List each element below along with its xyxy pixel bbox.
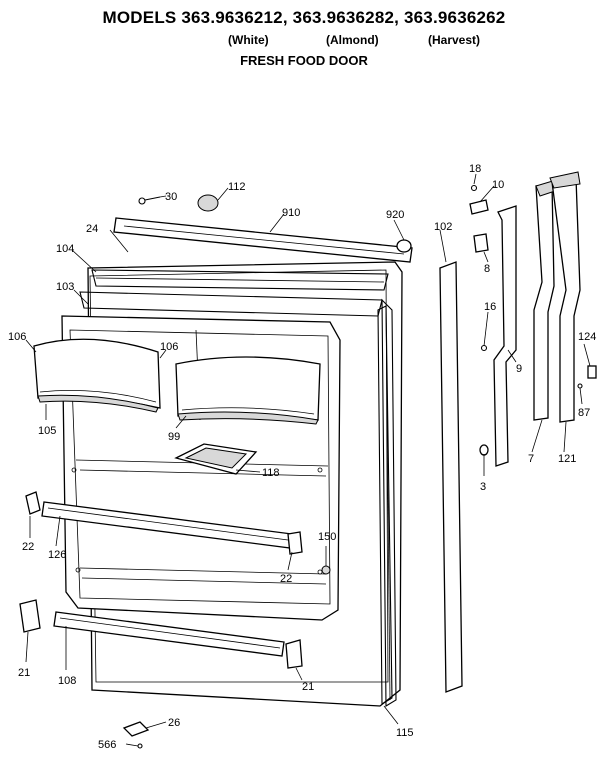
screw-18 bbox=[470, 184, 478, 192]
end-cap-22-right bbox=[287, 531, 303, 555]
variant-almond: (Almond) bbox=[326, 33, 379, 47]
variant-white: (White) bbox=[228, 33, 269, 47]
end-cap-21-right bbox=[285, 639, 303, 669]
label-22-left: 22 bbox=[22, 541, 34, 553]
hinge-bracket-9 bbox=[493, 205, 517, 467]
plug-920 bbox=[396, 239, 412, 253]
label-22-right: 22 bbox=[280, 573, 292, 585]
label-21-left: 21 bbox=[18, 667, 30, 679]
label-126: 126 bbox=[48, 549, 66, 561]
label-150: 150 bbox=[318, 531, 336, 543]
screw-150 bbox=[321, 565, 331, 575]
leader-lines bbox=[25, 173, 591, 747]
dairy-door-right bbox=[175, 356, 321, 425]
dairy-door-left bbox=[33, 338, 161, 413]
label-920: 920 bbox=[386, 209, 404, 221]
handle-121 bbox=[549, 171, 581, 423]
top-trim-910 bbox=[113, 217, 413, 263]
label-104: 104 bbox=[56, 243, 74, 255]
handle-7 bbox=[533, 179, 559, 421]
egg-tray-118 bbox=[174, 443, 258, 475]
screw-87 bbox=[577, 383, 583, 389]
plug-3 bbox=[479, 444, 489, 456]
label-18: 18 bbox=[469, 163, 481, 175]
clip-10 bbox=[469, 199, 489, 215]
variant-harvest: (Harvest) bbox=[428, 33, 481, 47]
part-labels: 30 112 910 920 18 10 24 104 103 102 8 16… bbox=[8, 163, 596, 751]
shelf-bar-108 bbox=[53, 611, 285, 657]
clip-124 bbox=[587, 365, 597, 379]
diagram-title: MODELS 363.9636212, 363.9636282, 363.963… bbox=[102, 8, 506, 27]
label-106-right: 106 bbox=[160, 341, 178, 353]
bracket-8 bbox=[473, 233, 489, 253]
label-106-left: 106 bbox=[8, 331, 26, 343]
label-118: 118 bbox=[262, 467, 280, 479]
handle-trim-115 bbox=[377, 305, 393, 705]
cap-26 bbox=[122, 721, 150, 737]
label-3: 3 bbox=[480, 481, 486, 493]
label-9: 9 bbox=[516, 363, 522, 375]
label-115: 115 bbox=[396, 727, 414, 739]
label-102: 102 bbox=[434, 221, 452, 233]
screw-30 bbox=[138, 196, 161, 205]
label-121: 121 bbox=[558, 453, 576, 465]
section-title: FRESH FOOD DOOR bbox=[240, 53, 368, 68]
screw-16 bbox=[480, 344, 488, 352]
label-7: 7 bbox=[528, 453, 534, 465]
label-105: 105 bbox=[38, 425, 56, 437]
end-cap-21-left bbox=[19, 599, 41, 633]
label-103: 103 bbox=[56, 281, 74, 293]
label-910: 910 bbox=[282, 207, 300, 219]
label-108: 108 bbox=[58, 675, 76, 687]
label-124: 124 bbox=[578, 331, 596, 343]
label-26: 26 bbox=[168, 717, 180, 729]
label-16: 16 bbox=[484, 301, 496, 313]
screw-566 bbox=[137, 743, 143, 749]
label-112: 112 bbox=[228, 181, 246, 193]
end-cap-22-left bbox=[25, 491, 41, 515]
label-21-right: 21 bbox=[302, 681, 314, 693]
label-99: 99 bbox=[168, 431, 180, 443]
side-trim-102 bbox=[439, 261, 463, 693]
label-87: 87 bbox=[578, 407, 590, 419]
label-10: 10 bbox=[492, 179, 504, 191]
label-24: 24 bbox=[86, 223, 98, 235]
label-566: 566 bbox=[98, 739, 116, 751]
label-30: 30 bbox=[165, 191, 177, 203]
plug-112 bbox=[197, 194, 219, 212]
label-8: 8 bbox=[484, 263, 490, 275]
